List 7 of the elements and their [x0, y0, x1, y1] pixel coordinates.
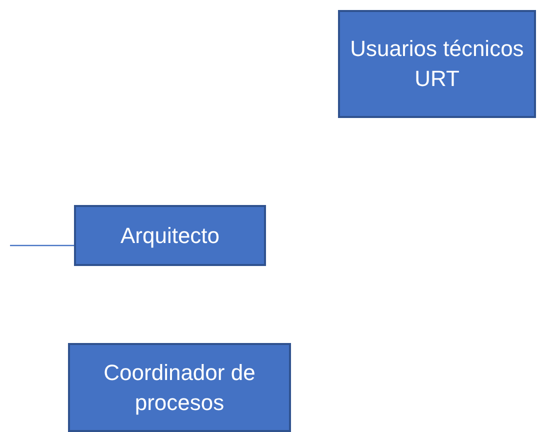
box-label: Coordinador de procesos: [102, 358, 256, 417]
box-label: Arquitecto: [120, 222, 220, 250]
process-box: [68, 343, 291, 432]
process-box: [338, 10, 536, 118]
connector-line: [10, 244, 74, 246]
box-label: Usuarios técnicos URT: [349, 35, 525, 93]
process-box: [74, 205, 266, 266]
